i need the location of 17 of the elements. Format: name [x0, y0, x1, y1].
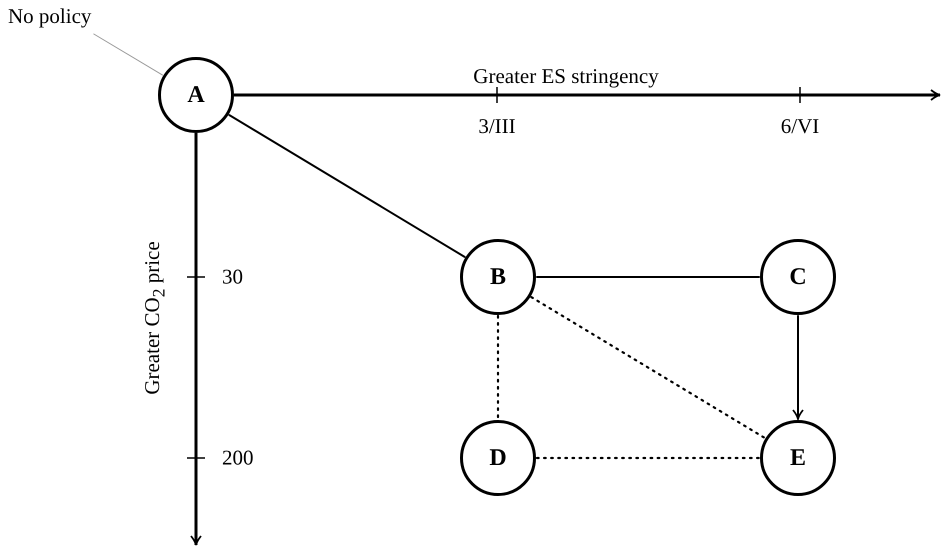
connector-line: [228, 114, 466, 258]
state-circle: E: [760, 420, 836, 496]
axis-title: Greater ES stringency: [473, 66, 659, 87]
annotation-text: No policy: [8, 4, 92, 29]
tick-label: 200: [222, 448, 254, 468]
connector-line: [530, 296, 766, 439]
connector-line: [536, 276, 760, 278]
state-circle: D: [460, 420, 536, 496]
state-circle: C: [760, 239, 836, 315]
connector-line: [536, 456, 760, 460]
connector-line: [496, 314, 500, 420]
state-circle: B: [460, 239, 536, 315]
tick-label: 3/III: [478, 116, 516, 137]
tick-label: 30: [222, 266, 243, 288]
leader-line: [93, 34, 163, 76]
state-circle: A: [158, 57, 234, 133]
tick-label: 6/VI: [780, 116, 820, 137]
